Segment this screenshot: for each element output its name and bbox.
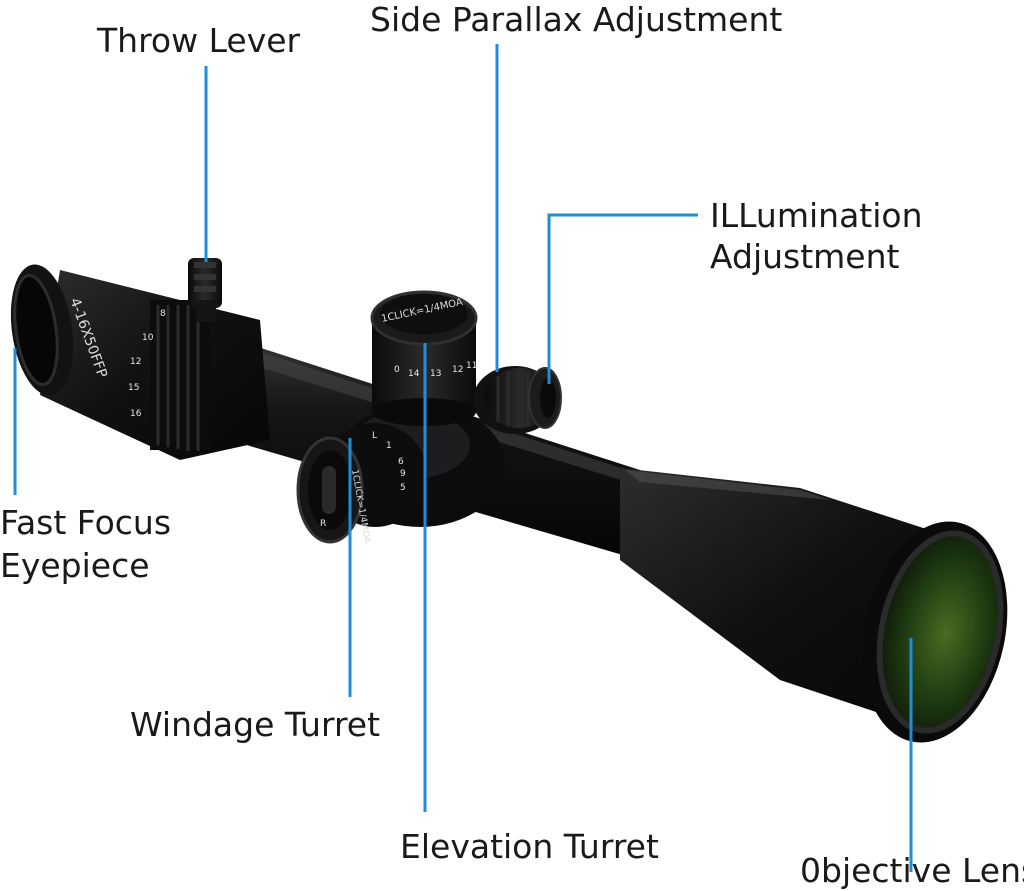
zoom-marks: 8 10 12 15 16 <box>128 309 166 419</box>
windage-marks: L1R 6 9 5 <box>320 431 406 529</box>
label-side-parallax: Side Parallax Adjustment <box>370 0 783 39</box>
zoom-mark: 12 <box>130 357 141 367</box>
windage-mark: 9 <box>400 469 406 479</box>
zoom-ring <box>150 300 210 451</box>
label-illumination-line1: ILLumination <box>710 196 923 235</box>
windage-mark: 6 <box>398 457 404 467</box>
zoom-mark: 15 <box>128 383 139 393</box>
throw-lever-part <box>188 258 222 322</box>
windage-mark: L <box>372 431 377 441</box>
elevation-mark: 0 <box>394 365 400 375</box>
label-elevation-turret: Elevation Turret <box>400 827 659 866</box>
windage-mark: R <box>320 519 326 529</box>
elevation-mark: 11 <box>466 361 477 371</box>
illumination-knob <box>528 367 562 429</box>
label-throw-lever: Throw Lever <box>97 21 301 60</box>
elevation-mark: 13 <box>430 369 441 379</box>
label-illumination-line2: Adjustment <box>710 237 900 276</box>
elevation-mark: 12 <box>452 365 463 375</box>
zoom-mark: 10 <box>142 333 154 343</box>
windage-mark: 1 <box>386 441 392 451</box>
leader-illumination <box>547 213 698 384</box>
zoom-mark: 8 <box>160 309 166 319</box>
elevation-mark: 14 <box>408 369 420 379</box>
windage-mark: 5 <box>400 483 406 493</box>
label-objective-lens: 0bjective Lens <box>800 851 1024 890</box>
label-fast-focus-line1: Fast Focus <box>0 503 172 542</box>
zoom-mark: 16 <box>130 409 142 419</box>
label-fast-focus-line2: Eyepiece <box>0 546 150 585</box>
label-windage-turret: Windage Turret <box>130 705 381 744</box>
leader-lines <box>13 44 913 872</box>
